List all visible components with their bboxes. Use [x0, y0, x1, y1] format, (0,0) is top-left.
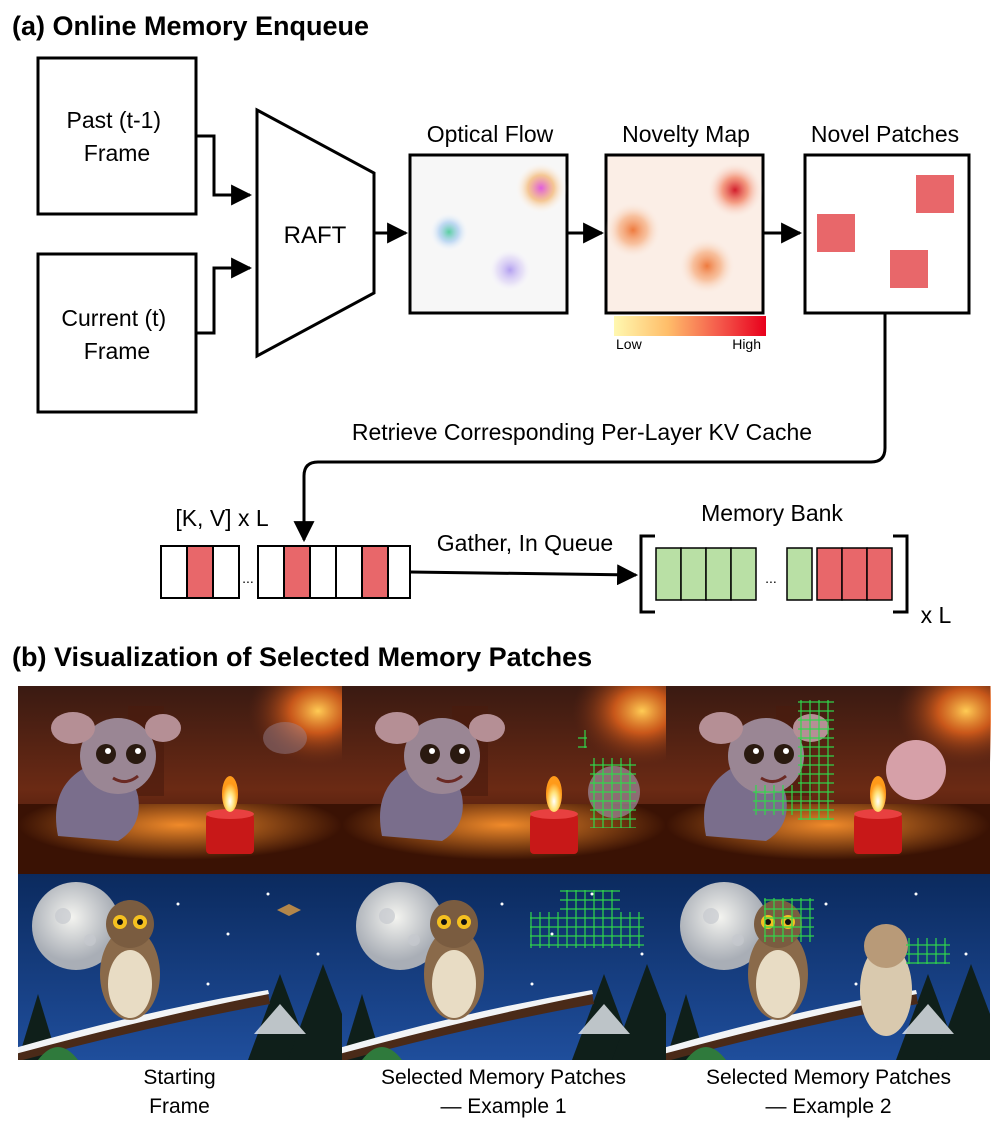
bank-right-bracket — [893, 534, 909, 614]
novel-patches-title: Novel Patches — [811, 121, 959, 147]
kv-ellipsis: ... — [242, 570, 254, 586]
gather-label: Gather, In Queue — [437, 530, 613, 556]
current-frame-box — [36, 252, 198, 414]
kv-cache-label: [K, V] x L — [175, 505, 269, 531]
kv-cache-row — [160, 545, 411, 599]
raft-label: RAFT — [284, 222, 347, 249]
image-creature-start — [18, 686, 342, 874]
novelty-map-title: Novelty Map — [622, 121, 750, 147]
current-frame-label: Current (t) Frame — [61, 305, 172, 364]
arrow-past-to-raft — [196, 134, 253, 206]
memory-bank-slots — [655, 547, 893, 601]
novel-patch — [817, 214, 855, 252]
legend-high-label: High — [732, 336, 761, 352]
bank-left-bracket — [639, 534, 655, 614]
optical-flow-title: Optical Flow — [427, 121, 554, 147]
bank-layers-label: x L — [921, 602, 952, 628]
bank-ellipsis: ... — [765, 570, 777, 586]
arrow-retrieve-kv — [293, 313, 887, 543]
caption-starting-frame: Starting Frame — [143, 1066, 216, 1118]
retrieve-label: Retrieve Corresponding Per-Layer KV Cach… — [352, 419, 812, 445]
section-b-title: (b) Visualization of Selected Memory Pat… — [12, 642, 592, 672]
novel-patch — [890, 250, 928, 288]
legend-low-label: Low — [616, 336, 643, 352]
past-frame-box — [36, 56, 198, 216]
raft-block — [255, 107, 376, 359]
caption-example-2: Selected Memory Patches — Example 2 — [705, 1066, 952, 1118]
caption-example-1: Selected Memory Patches — Example 1 — [380, 1066, 627, 1118]
section-a-title: (a) Online Memory Enqueue — [12, 11, 369, 41]
image-creature-example-1 — [342, 686, 666, 874]
memory-bank-title: Memory Bank — [701, 500, 843, 526]
novel-patch — [916, 175, 954, 213]
image-creature-example-2 — [666, 686, 991, 874]
arrow-current-to-raft — [196, 257, 253, 335]
image-owl-start — [18, 874, 342, 1060]
image-owl-example-1 — [342, 874, 666, 1060]
novelty-map-image — [605, 162, 763, 294]
past-frame-label: Past (t-1) Frame — [67, 107, 168, 166]
optical-flow-image — [429, 162, 567, 292]
image-owl-example-2 — [666, 874, 990, 1060]
novelty-legend-bar — [614, 316, 766, 336]
arrow-gather-to-bank — [409, 564, 639, 586]
